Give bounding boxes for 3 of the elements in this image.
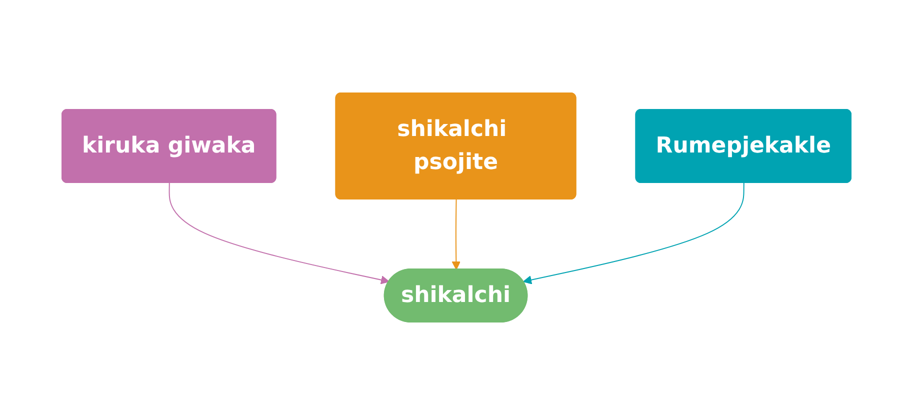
arrow <box>452 199 461 270</box>
arrow <box>523 182 744 284</box>
arrow <box>168 182 390 284</box>
